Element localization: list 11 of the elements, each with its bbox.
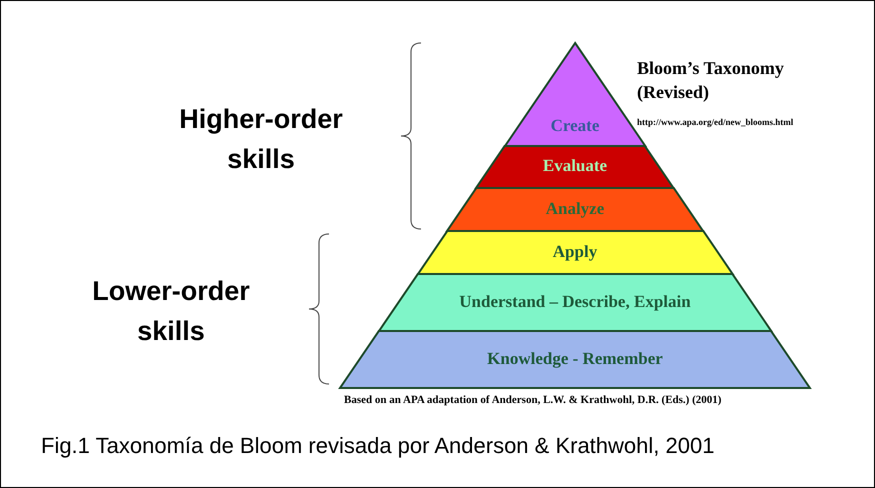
- layer-label: Apply: [552, 242, 598, 262]
- layer-label: Knowledge - Remember: [486, 348, 664, 368]
- source-note: Based on an APA adaptation of Anderson, L.W. & Krathwohl, D.R. (Eds.) (2001): [344, 394, 722, 406]
- layer-label: Evaluate: [542, 156, 608, 176]
- skills-label: Higher-order skills: [178, 103, 344, 176]
- title: Bloom’s Taxonomy (Revised): [637, 57, 785, 104]
- source-url: http://www.apa.org/ed/new_blooms.html: [637, 117, 794, 127]
- caption: Fig.1 Taxonomía de Bloom revisada por Anderson & Krathwohl, 2001: [41, 433, 714, 459]
- layer-label: Analyze: [544, 198, 606, 218]
- layer-label: Understand – Describe, Explain: [458, 292, 692, 312]
- skills-label: Lower-order skills: [91, 275, 251, 348]
